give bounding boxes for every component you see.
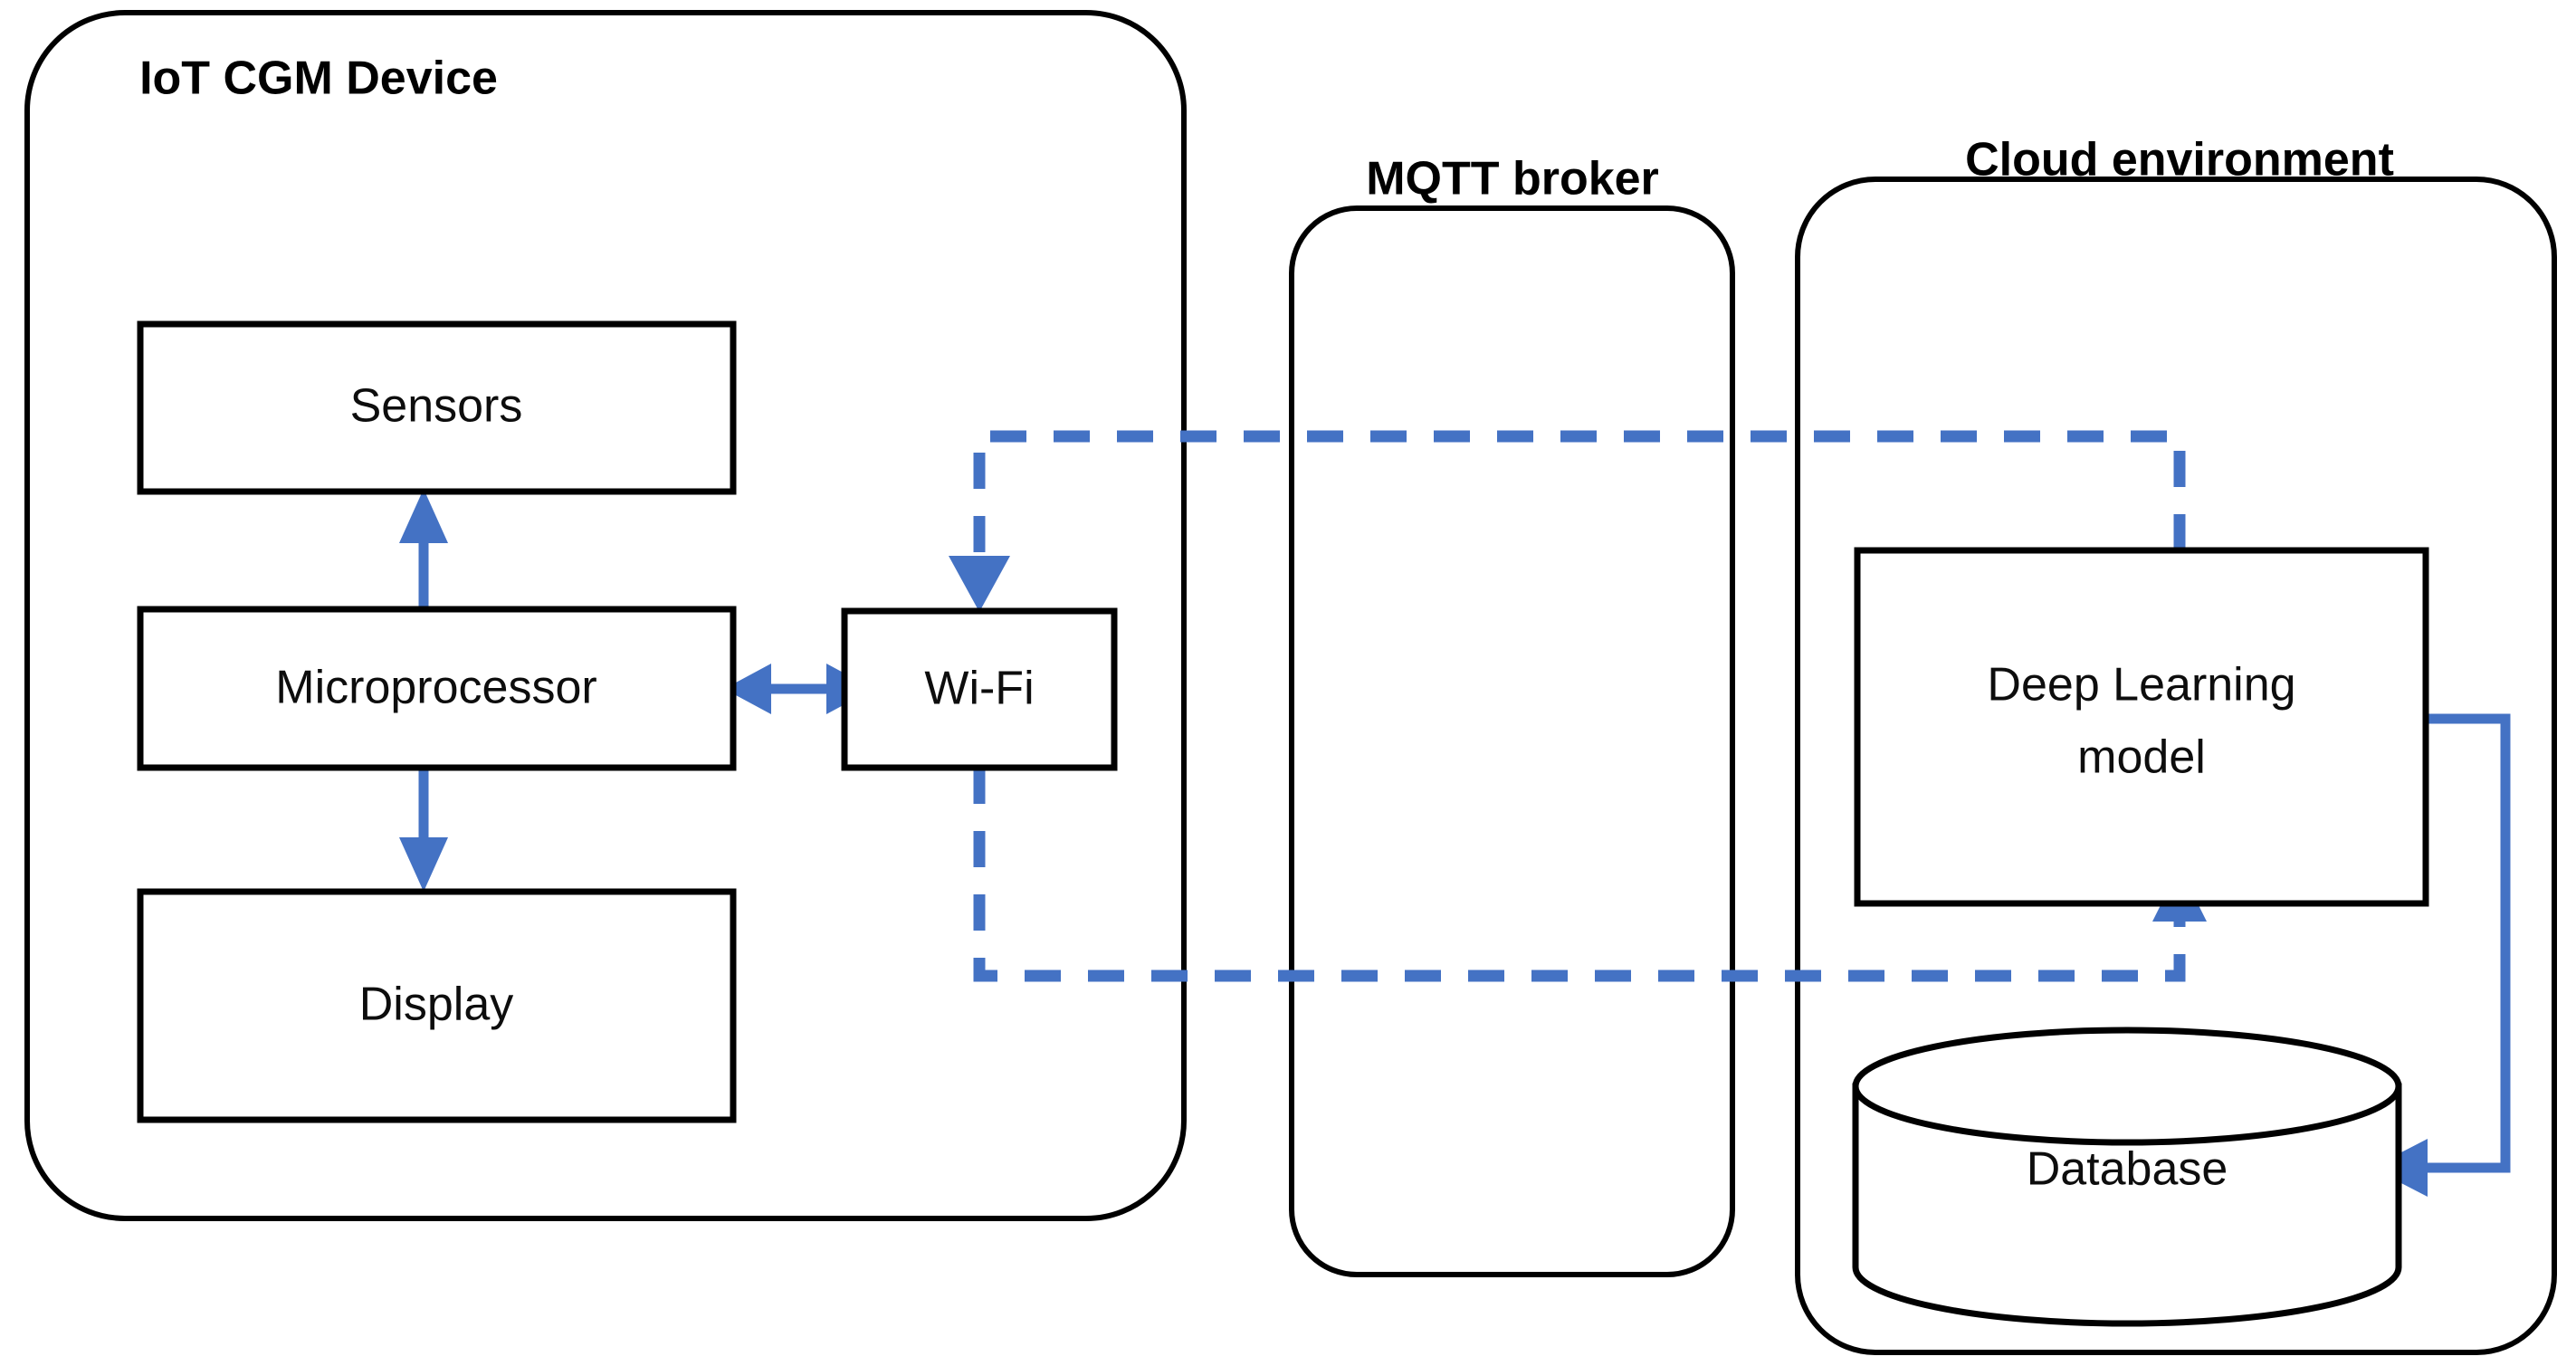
display-label: Display xyxy=(359,979,514,1031)
database-label: Database xyxy=(2027,1143,2228,1196)
node-database[interactable]: Database xyxy=(1852,1027,2402,1327)
sensors-label: Sensors xyxy=(350,380,523,433)
arrowhead-down-display xyxy=(399,837,448,892)
node-deep-learning-model[interactable]: Deep Learning model xyxy=(1854,547,2429,907)
connection-deep-learning-model-to-wifi xyxy=(949,430,2186,612)
arrowhead-up-sensors xyxy=(399,489,448,543)
group-mqtt-broker[interactable]: MQTT broker xyxy=(1289,153,1735,1277)
mqtt-broker-title: MQTT broker xyxy=(1366,153,1659,205)
node-display[interactable]: Display xyxy=(137,888,737,1123)
arrowhead-down-wifi xyxy=(949,556,1010,612)
sensors-box xyxy=(137,320,737,495)
arrowhead-left-microprocessor xyxy=(724,664,771,714)
node-sensors[interactable]: Sensors xyxy=(137,320,737,495)
mqtt-broker-container xyxy=(1289,205,1735,1277)
connection-microprocessor-to-sensors xyxy=(399,489,448,607)
node-microprocessor[interactable]: Microprocessor xyxy=(137,606,737,771)
deep-learning-model-to-database-path xyxy=(2422,713,2511,1173)
deep-learning-model-label-line1: Deep Learning xyxy=(1987,659,2295,712)
display-box xyxy=(137,888,737,1123)
database-cylinder-top xyxy=(1852,1027,2402,1146)
connection-microprocessor-to-display xyxy=(399,768,448,892)
database-cylinder-body xyxy=(1852,1083,2402,1327)
microprocessor-label: Microprocessor xyxy=(275,662,596,714)
node-wifi[interactable]: Wi-Fi xyxy=(841,607,1118,771)
iot-cgm-device-title: IoT CGM Device xyxy=(139,53,498,105)
deep-learning-model-label-line2: model xyxy=(2077,731,2206,784)
downlink-dashed-path xyxy=(973,430,2186,561)
wifi-box xyxy=(841,607,1118,771)
deep-learning-model-box xyxy=(1854,547,2429,907)
microprocessor-box xyxy=(137,606,737,771)
cloud-environment-title: Cloud environment xyxy=(1965,134,2394,186)
wifi-label: Wi-Fi xyxy=(924,663,1034,715)
